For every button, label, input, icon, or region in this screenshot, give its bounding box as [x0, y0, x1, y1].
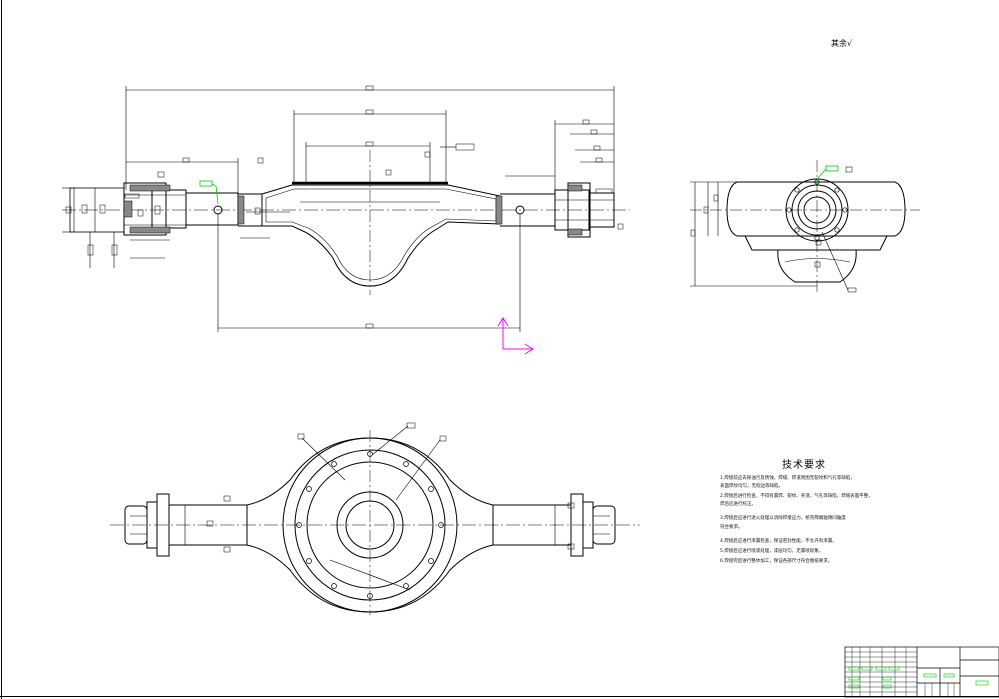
requirement-line: 焊后应进行校正。 [720, 502, 756, 507]
side-view-callout [814, 165, 839, 187]
requirement-line: 3.焊接后应进行退火处理以消除焊接应力，桥壳两端轴颈同轴度 [720, 516, 846, 521]
requirement-line: 表面焊纹均匀，无咬边等缺陷。 [720, 484, 783, 489]
requirement-line: 5.焊接后应进行喷漆处理，漆层均匀，无漏喷现象。 [720, 549, 824, 554]
requirement-line: 1.焊接前应去除油污及锈蚀，焊缝、焊道周围无裂纹和气孔等缺陷， [720, 476, 855, 481]
front-view-callout [199, 180, 219, 205]
side-view-dimensions [690, 181, 857, 293]
top-view [110, 430, 640, 615]
surface-roughness-mark: 其余√ [831, 39, 853, 48]
requirement-line: 6.焊接完后进行整体加工，保证各部尺寸符合图纸要求。 [720, 559, 833, 564]
title-block [844, 646, 999, 698]
technical-requirements-title: 技术要求 [782, 460, 826, 471]
front-section-view [62, 150, 630, 295]
side-view [690, 160, 920, 295]
top-view-leaders [206, 422, 575, 591]
ucs-axis-marker [497, 317, 534, 355]
requirement-line: 4.焊接后应进行渗漏检查，保证密封性能，不允许有渗漏。 [720, 539, 837, 544]
requirement-line: 符合要求。 [720, 525, 743, 530]
requirement-line: 2.焊接后进行检查，不得有漏焊、裂纹、夹渣、气孔等缺陷，焊缝表面平整， [720, 494, 873, 499]
front-view-dimensions [62, 85, 624, 332]
